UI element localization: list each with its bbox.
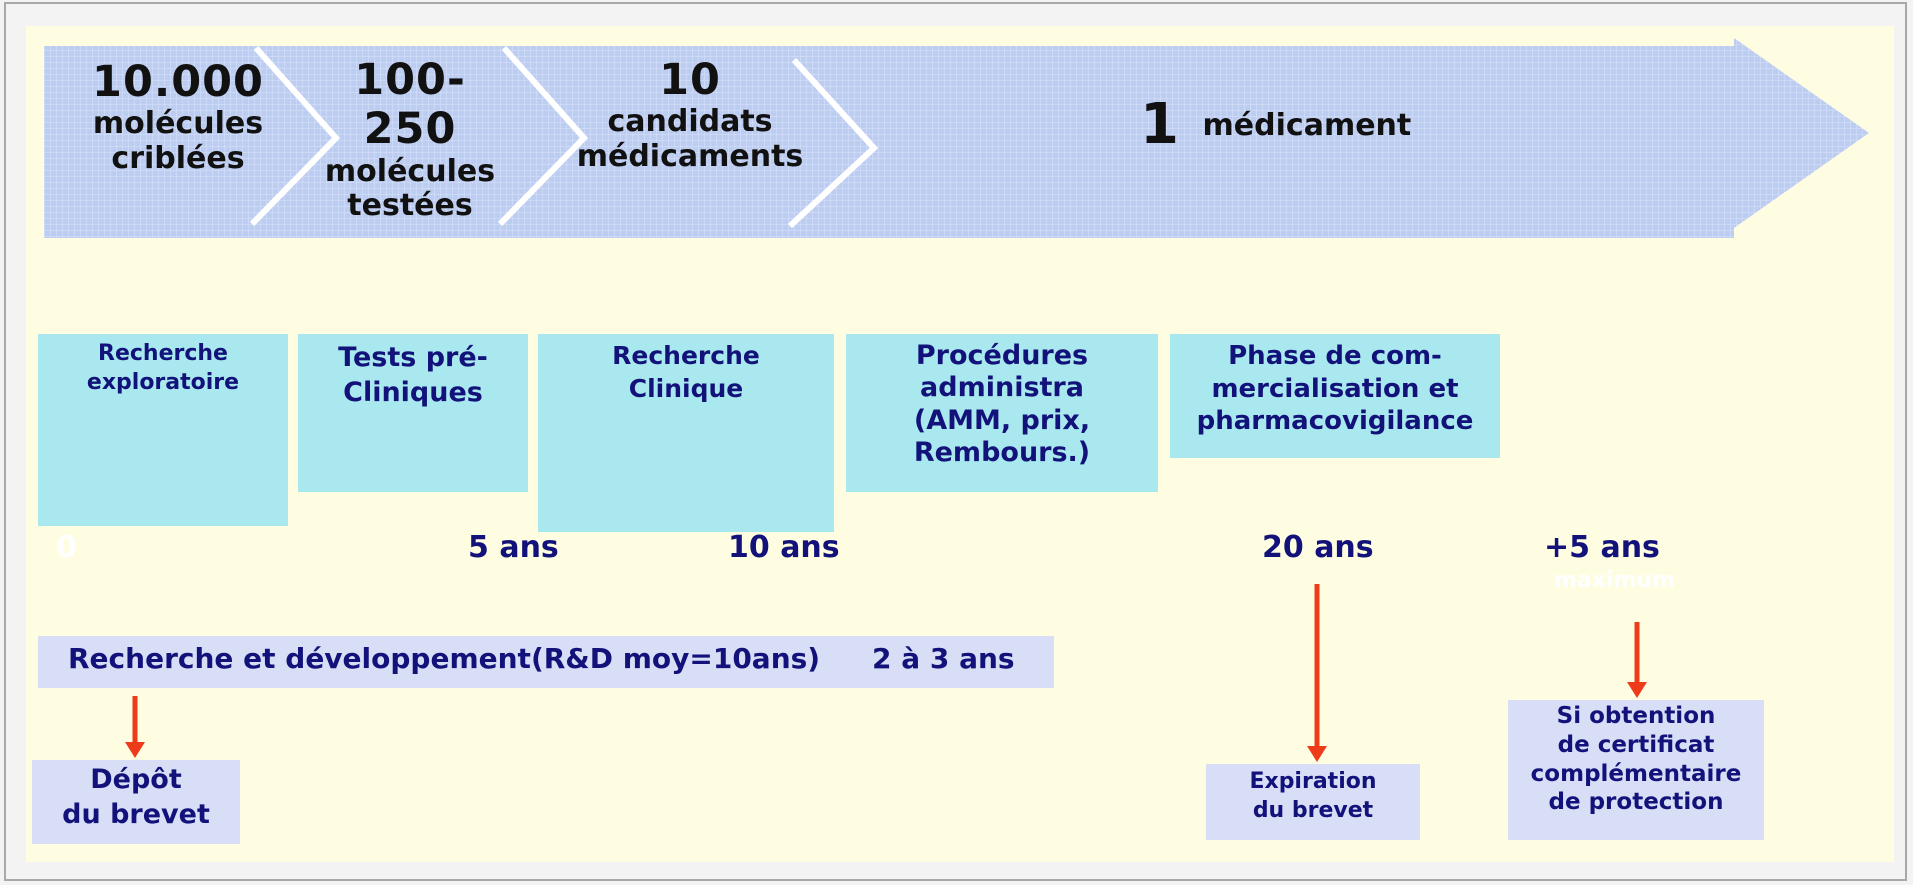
arrow-expiration-brevet bbox=[1307, 584, 1327, 762]
stage-3-label-line1: candidats bbox=[607, 104, 773, 140]
final-label: médicament bbox=[1202, 108, 1412, 143]
rd-bar: Recherche et développement(R&D moy=10ans… bbox=[38, 636, 1054, 688]
chevron-2 bbox=[497, 46, 589, 227]
phase-4-line3: (AMM, prix, bbox=[913, 404, 1091, 436]
phase-tests-precliniques: Tests pré- Cliniques bbox=[298, 334, 528, 492]
note-certificat-line1: Si obtention bbox=[1556, 703, 1716, 729]
tick-0: 0 bbox=[56, 530, 77, 565]
note-certificat: Si obtention de certificat complémentair… bbox=[1508, 700, 1764, 840]
note-certificat-line2: de certificat bbox=[1557, 731, 1715, 758]
note-expiration-line2: du brevet bbox=[1252, 797, 1374, 823]
phase-5-line3: pharmacovigilance bbox=[1196, 406, 1474, 436]
phase-commercialisation: Phase de com- mercialisation et pharmaco… bbox=[1170, 334, 1500, 458]
stage-2: 100-250 molécules testées bbox=[310, 55, 510, 224]
stage-1-number: 10.000 bbox=[92, 57, 264, 107]
phase-3-line2: Clinique bbox=[628, 373, 744, 403]
pipeline-arrow bbox=[44, 38, 1869, 238]
stage-1-label-line2: criblées bbox=[111, 140, 245, 176]
phase-procedures-administratives: Procédures administra (AMM, prix, Rembou… bbox=[846, 334, 1158, 492]
note-depot-line2: du brevet bbox=[62, 799, 210, 831]
phase-recherche-exploratoire: Recherche exploratoire bbox=[38, 334, 288, 526]
stage-3-number: 10 bbox=[659, 55, 721, 105]
arrow-depot-brevet bbox=[125, 696, 145, 758]
note-certificat-line4: de protection bbox=[1548, 789, 1724, 816]
phase-5-line1: Phase de com- bbox=[1228, 341, 1442, 371]
note-expiration-line1: Expiration bbox=[1249, 769, 1377, 794]
chevron-1 bbox=[249, 46, 341, 227]
final-number: 1 bbox=[1140, 92, 1179, 157]
stage-2-label-line2: testées bbox=[347, 188, 473, 224]
phase-5-line2: mercialisation et bbox=[1211, 373, 1459, 404]
note-depot-brevet: Dépôt du brevet bbox=[32, 760, 240, 844]
phase-recherche-clinique: Recherche Clinique bbox=[538, 334, 834, 532]
phase-4-line1: Procédures bbox=[915, 340, 1089, 371]
phase-4-line4: Rembours.) bbox=[913, 437, 1091, 469]
note-depot-line1: Dépôt bbox=[90, 764, 182, 795]
stage-1-label-line1: molécules bbox=[92, 106, 264, 142]
pipeline-arrow-body bbox=[44, 38, 1869, 238]
final-stage: 1 médicament bbox=[1140, 92, 1411, 157]
rd-bar-extra: 2 à 3 ans bbox=[872, 642, 1015, 675]
tick-10-ans: 10 ans bbox=[728, 530, 840, 565]
stage-3-label-line2: médicaments bbox=[576, 138, 804, 174]
stage-3: 10 candidats médicaments bbox=[560, 55, 820, 174]
phase-1-line1: Recherche bbox=[98, 341, 228, 366]
stage-1: 10.000 molécules criblées bbox=[78, 57, 278, 176]
phase-1-line2: exploratoire bbox=[86, 369, 240, 395]
tick-maximum: maximum bbox=[1554, 568, 1676, 593]
chevron-3 bbox=[787, 57, 879, 229]
arrow-certificat bbox=[1627, 622, 1647, 698]
phase-4-line2: administra bbox=[920, 372, 1084, 404]
stage-2-number: 100-250 bbox=[354, 55, 466, 155]
note-certificat-line3: complémentaire bbox=[1530, 760, 1742, 787]
rd-bar-label: Recherche et développement(R&D moy=10ans… bbox=[68, 642, 821, 675]
note-expiration-brevet: Expiration du brevet bbox=[1206, 764, 1420, 840]
phase-3-line1: Recherche bbox=[612, 341, 760, 370]
tick-20-ans: 20 ans bbox=[1262, 530, 1374, 565]
phase-2-line1: Tests pré- bbox=[338, 342, 488, 373]
phase-2-line2: Cliniques bbox=[343, 377, 483, 409]
stage-2-label-line1: molécules bbox=[324, 153, 496, 189]
tick-plus-5-ans: +5 ans bbox=[1544, 530, 1660, 565]
tick-5-ans: 5 ans bbox=[468, 530, 559, 565]
